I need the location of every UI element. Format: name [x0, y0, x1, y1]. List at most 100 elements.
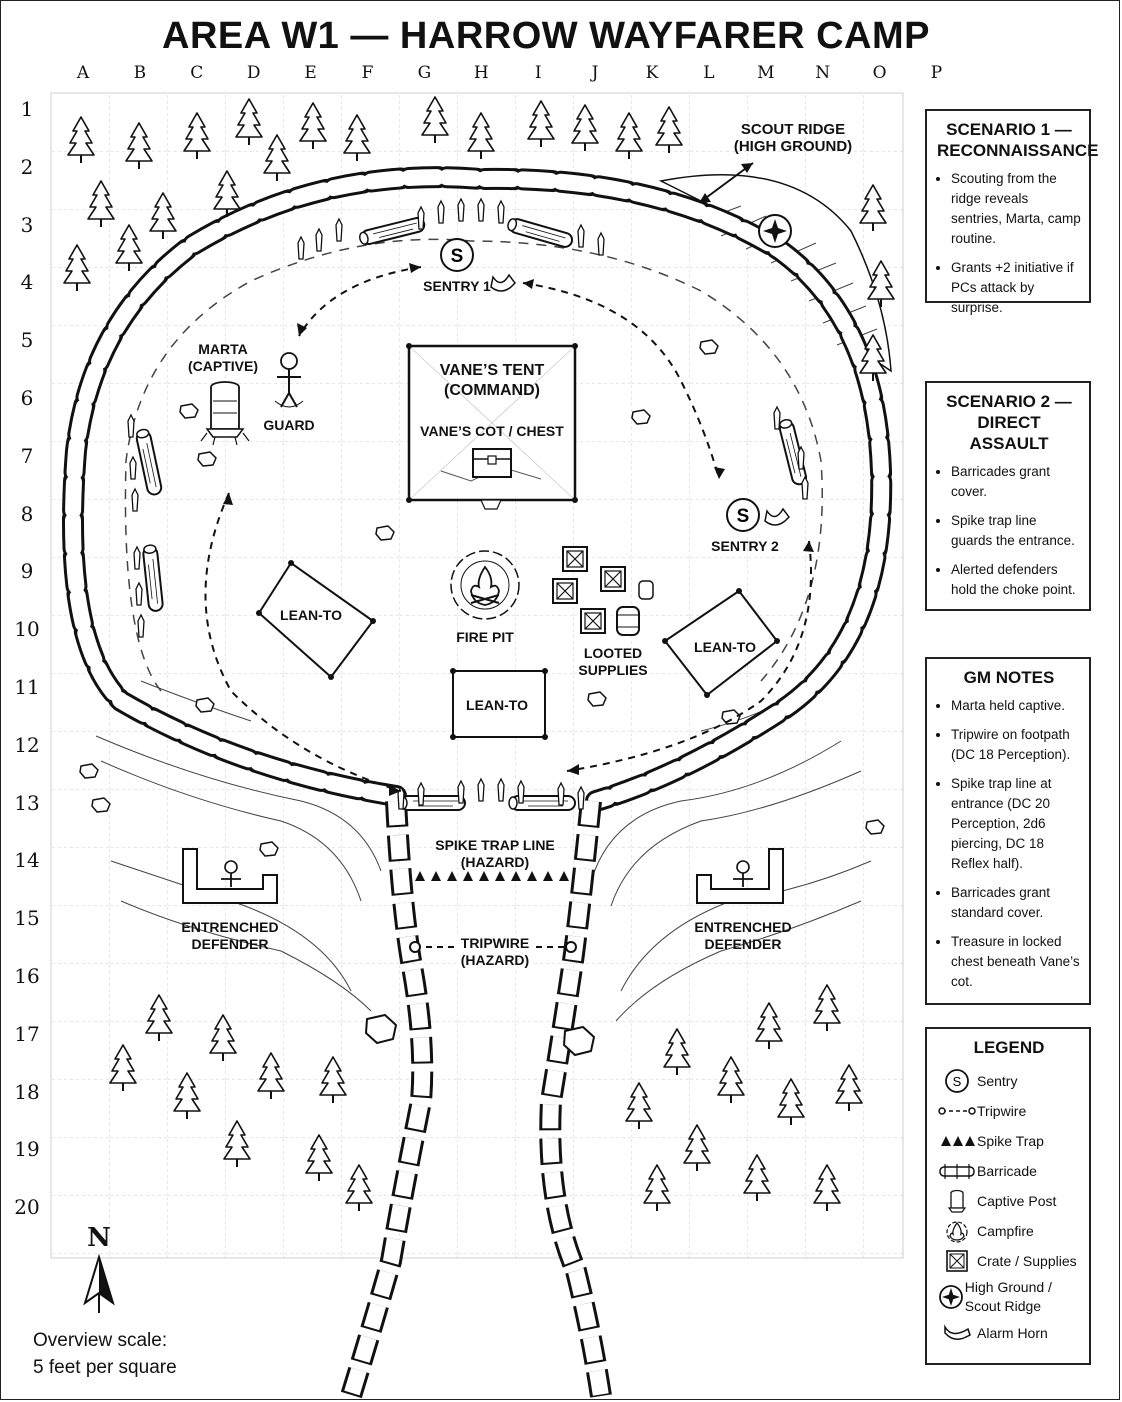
north-arrow — [83, 1253, 115, 1313]
row-label: 14 — [14, 848, 40, 873]
scenario-1-list: Scouting from the ridge reveals sentries… — [937, 169, 1081, 318]
list-item: Scouting from the ridge reveals sentries… — [951, 169, 1081, 249]
legend-row-sentry: S Sentry — [937, 1066, 1081, 1096]
lean-to-center — [450, 668, 548, 740]
entrenched-defender-left — [182, 848, 278, 904]
fire-pit — [450, 550, 520, 620]
row-label: 7 — [20, 443, 34, 468]
column-label: D — [246, 63, 261, 83]
column-label: C — [190, 63, 204, 83]
looted-supplies — [552, 546, 654, 636]
svg-text:S: S — [953, 1074, 962, 1089]
compass: N — [79, 1223, 119, 1253]
gm-notes-panel: GM NOTES Marta held captive. Tripwire on… — [925, 657, 1091, 1005]
barricade-icon — [937, 1161, 977, 1181]
row-label: 2 — [20, 154, 34, 179]
sentry-1-marker: S — [440, 238, 516, 292]
row-label: 19 — [14, 1137, 40, 1162]
scenario-2-list: Barricades grant cover. Spike trap line … — [937, 462, 1081, 600]
list-item: Spike trap line at entrance (DC 20 Perce… — [951, 774, 1081, 874]
column-label: O — [872, 63, 887, 83]
guard-figure — [274, 352, 304, 408]
captive-post — [200, 381, 250, 446]
scout-ridge-label: SCOUT RIDGE(HIGH GROUND) — [733, 121, 853, 155]
column-label: L — [703, 63, 715, 83]
tripwire-icon — [937, 1104, 977, 1118]
ridge-arrow — [698, 162, 754, 204]
column-label: A — [76, 63, 90, 83]
row-label: 13 — [14, 790, 40, 815]
column-label: I — [534, 63, 542, 83]
legend-row-tripwire: Tripwire — [937, 1096, 1081, 1126]
column-label: G — [417, 63, 432, 83]
legend-row-crate: Crate / Supplies — [937, 1246, 1081, 1276]
legend-row-barricade: Barricade — [937, 1156, 1081, 1186]
legend-row-alarm-horn: Alarm Horn — [937, 1318, 1081, 1348]
legend-panel: LEGEND S Sentry Tripwire Spike Trap Barr… — [925, 1027, 1091, 1365]
scale-note: Overview scale: 5 feet per square — [33, 1330, 177, 1378]
lean-to-center-label: LEAN-TO — [466, 697, 528, 713]
svg-text:S: S — [737, 506, 750, 527]
row-label: 3 — [20, 212, 34, 237]
legend-row-captive-post: Captive Post — [937, 1186, 1081, 1216]
spike-trap-line — [415, 871, 569, 881]
row-label: 16 — [14, 964, 40, 988]
row-label: 11 — [14, 675, 40, 699]
tripwire-label: TRIPWIRE(HAZARD) — [456, 935, 534, 969]
row-label: 15 — [14, 906, 40, 931]
column-label: K — [645, 63, 659, 83]
sentry-2-label: SENTRY 2 — [711, 538, 779, 554]
row-label: 4 — [20, 270, 34, 295]
vanes-tent — [406, 343, 578, 510]
lean-to-right — [662, 588, 780, 698]
lean-to-left — [256, 560, 376, 680]
spike-trap-icon — [937, 1134, 977, 1148]
vanes-tent-label: VANE’S TENT(COMMAND) — [439, 362, 545, 399]
sentry-2-marker: S — [726, 498, 790, 532]
legend-row-campfire: Campfire — [937, 1216, 1081, 1246]
row-label: 10 — [14, 617, 40, 642]
lean-to-right-label: LEAN-TO — [694, 639, 756, 655]
captive-post-icon — [937, 1188, 977, 1214]
patrol-routes — [204, 266, 812, 792]
campfire-icon — [937, 1219, 977, 1243]
sentry-icon: S — [937, 1068, 977, 1094]
column-label: B — [133, 63, 147, 83]
scenario-1-title: SCENARIO 1 —RECONNAISSANCE — [937, 120, 1099, 160]
column-label: N — [815, 63, 831, 83]
compass-letter: N — [87, 1223, 111, 1253]
lean-to-left-label: LEAN-TO — [280, 607, 342, 623]
row-label: 6 — [20, 386, 34, 410]
scenario-2-title: SCENARIO 2 —DIRECT ASSAULT — [946, 392, 1072, 453]
list-item: Barricades grant standard cover. — [951, 883, 1081, 923]
scenario-2-panel: SCENARIO 2 —DIRECT ASSAULT Barricades gr… — [925, 381, 1091, 611]
gm-notes-title: GM NOTES — [963, 668, 1055, 687]
scenario-1-panel: SCENARIO 1 —RECONNAISSANCE Scouting from… — [925, 109, 1099, 315]
column-label: P — [930, 63, 943, 83]
row-label: 9 — [20, 559, 34, 584]
column-label: H — [473, 63, 489, 83]
map-title: AREA W1 — HARROW WAYFARER CAMP — [162, 15, 930, 57]
list-item: Alerted defenders hold the choke point. — [951, 560, 1081, 600]
list-item: Marta held captive. — [951, 696, 1081, 716]
list-item: Spike trap line guards the entrance. — [951, 511, 1081, 551]
alarm-horn-icon — [937, 1323, 977, 1343]
marta-label: MARTA(CAPTIVE) — [188, 341, 258, 374]
list-item: Barricades grant cover. — [951, 462, 1081, 502]
list-item: Grants +2 initiative if PCs attack by su… — [951, 258, 1081, 318]
guard-label: GUARD — [263, 417, 315, 433]
row-label: 12 — [14, 732, 40, 757]
list-item: Tripwire on footpath (DC 18 Perception). — [951, 725, 1081, 765]
vanes-cot-label: VANE’S COT / CHEST — [420, 423, 564, 439]
svg-text:S: S — [451, 246, 464, 267]
column-label: J — [591, 63, 599, 83]
list-item: Treasure in locked chest beneath Vane’s … — [951, 932, 1081, 992]
column-label: E — [304, 63, 317, 83]
crate-icon — [937, 1249, 977, 1273]
row-label: 8 — [20, 501, 34, 526]
